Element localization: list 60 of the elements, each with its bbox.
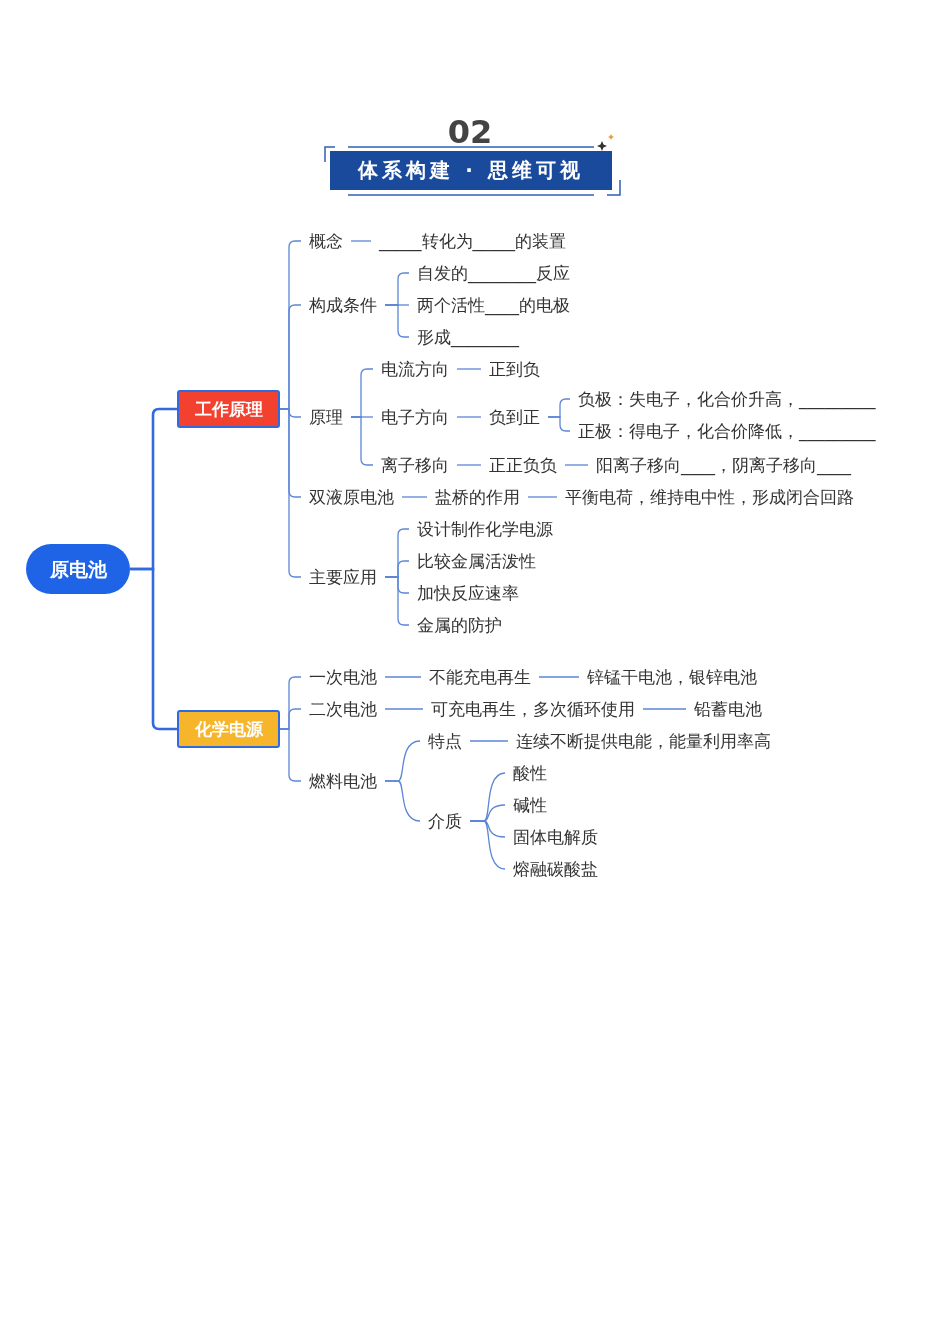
topic-text: 介质 [420, 809, 470, 833]
topic-text: 熔融碳酸盐 [505, 857, 606, 881]
connector-line [384, 676, 422, 678]
connector-line [564, 464, 589, 466]
topic-text: 双液原电池 [301, 485, 402, 509]
connector-line [527, 496, 558, 498]
topic-text: 正到负 [481, 357, 548, 381]
topic-text: 不能充电再生 [421, 665, 539, 689]
topic-text: 可充电再生，多次循环使用 [423, 697, 643, 721]
topic-text: 铅蓄电池 [686, 697, 770, 721]
connector-line [130, 567, 177, 731]
connector-line [279, 408, 302, 578]
topic-text: 连续不断提供电能，能量利用率高 [508, 729, 779, 753]
connector-line [384, 780, 421, 822]
topic-text: 构成条件 [301, 293, 385, 317]
topic-text: 固体电解质 [505, 825, 606, 849]
topic-text: 主要应用 [301, 565, 385, 589]
topic-text: 阳离子移向____，阴离子移向____ [588, 453, 859, 477]
topic-text: 形成________ [409, 325, 527, 349]
main-topic-box: 化学电源 [177, 710, 280, 748]
connector-line [456, 464, 482, 466]
topic-text: 正正负负 [481, 453, 565, 477]
connector-line [547, 416, 571, 432]
connector-line [456, 416, 482, 418]
topic-text: 正极：得电子，化合价降低，_________ [570, 419, 884, 443]
topic-text: 概念 [301, 229, 351, 253]
topic-text: 盐桥的作用 [427, 485, 528, 509]
topic-text: 两个活性____的电极 [409, 293, 578, 317]
topic-text: 电流方向 [373, 357, 457, 381]
topic-text: _____转化为_____的装置 [371, 229, 574, 253]
connector-line [456, 368, 482, 370]
topic-text: 自发的________反应 [409, 261, 578, 285]
section-number: 02 [446, 112, 494, 152]
topic-text: 设计制作化学电源 [409, 517, 561, 541]
title-banner: 体系构建 · 思维可视 [330, 151, 612, 190]
root-topic-pill: 原电池 [26, 544, 130, 594]
main-topic-box: 工作原理 [177, 390, 280, 428]
topic-text: 电子方向 [373, 405, 457, 429]
topic-text: 酸性 [505, 761, 555, 785]
topic-text: 锌锰干电池，银锌电池 [579, 665, 765, 689]
connector-line [469, 820, 506, 870]
topic-text: 一次电池 [301, 665, 385, 689]
connector-line [538, 676, 580, 678]
topic-text: 加快反应速率 [409, 581, 527, 605]
topic-text: 离子移向 [373, 453, 457, 477]
topic-text: 金属的防护 [409, 613, 510, 637]
connector-line [384, 708, 424, 710]
topic-text: 碱性 [505, 793, 555, 817]
connector-line [350, 240, 372, 242]
topic-text: 负到正 [481, 405, 548, 429]
topic-text: 平衡电荷，维持电中性，形成闭合回路 [557, 485, 862, 509]
topic-text: 比较金属活泼性 [409, 549, 544, 573]
topic-text: 二次电池 [301, 697, 385, 721]
topic-text: 负极：失电子，化合价升高，_________ [570, 387, 884, 411]
topic-text: 原理 [301, 405, 351, 429]
connector-line [469, 740, 509, 742]
topic-text: 燃料电池 [301, 769, 385, 793]
connector-line [401, 496, 428, 498]
topic-text: 特点 [420, 729, 470, 753]
connector-line [642, 708, 687, 710]
